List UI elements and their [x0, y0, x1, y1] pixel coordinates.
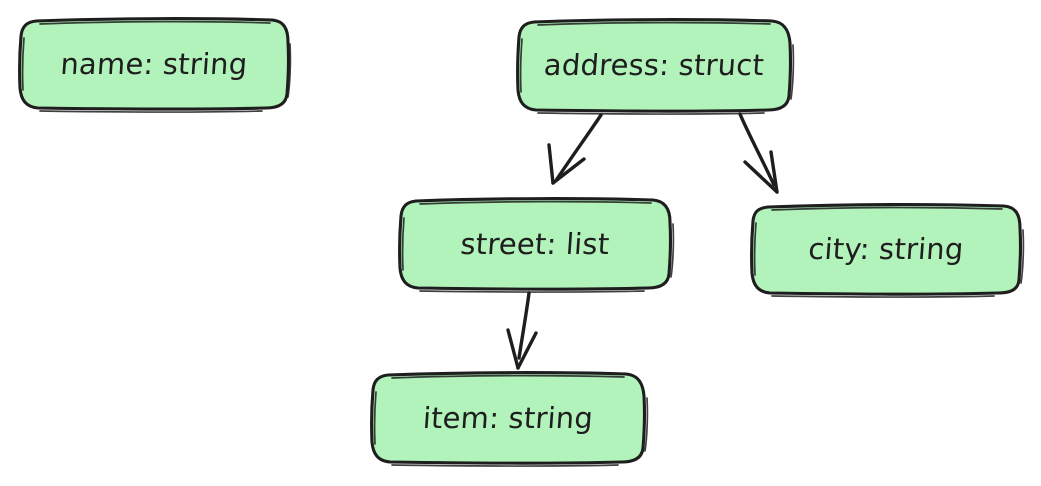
edge-street-to-item-arrowhead-right: [516, 331, 538, 370]
node-item[interactable]: [370, 371, 649, 468]
node-item-outline-secondary: [373, 374, 649, 468]
edge-address-to-street-arrowhead-right: [551, 157, 586, 185]
node-street-outline: [398, 197, 672, 291]
edge-address-to-city-line: [738, 112, 776, 187]
node-city-outline-secondary: [753, 206, 1025, 299]
node-address-fill: [517, 19, 791, 112]
node-address-outline: [516, 18, 792, 113]
edge-street-to-item[interactable]: [506, 291, 538, 370]
node-address-outline-secondary: [519, 21, 795, 116]
node-item-fill: [371, 372, 645, 464]
edge-street-to-item-arrowhead-left: [506, 328, 520, 370]
node-name[interactable]: [18, 17, 292, 114]
node-name-outline: [18, 17, 290, 111]
node-street[interactable]: [398, 197, 675, 294]
node-street-fill: [399, 198, 671, 290]
edge-street-to-item-line: [517, 291, 531, 360]
node-name-fill: [19, 18, 289, 110]
edge-address-to-city[interactable]: [738, 112, 779, 194]
edge-address-to-city-arrowhead-left: [743, 160, 779, 194]
node-street-outline-secondary: [401, 200, 675, 294]
edge-address-to-street-arrowhead-left: [547, 143, 555, 185]
edge-address-to-city-arrowhead-right: [769, 150, 779, 194]
node-address[interactable]: [516, 18, 795, 116]
node-name-outline-secondary: [21, 20, 292, 114]
node-city[interactable]: [750, 203, 1025, 299]
node-city-fill: [751, 204, 1021, 295]
node-item-outline: [370, 371, 646, 465]
edge-address-to-street[interactable]: [547, 113, 603, 185]
node-city-outline: [750, 203, 1022, 296]
edge-address-to-street-line: [555, 113, 603, 181]
